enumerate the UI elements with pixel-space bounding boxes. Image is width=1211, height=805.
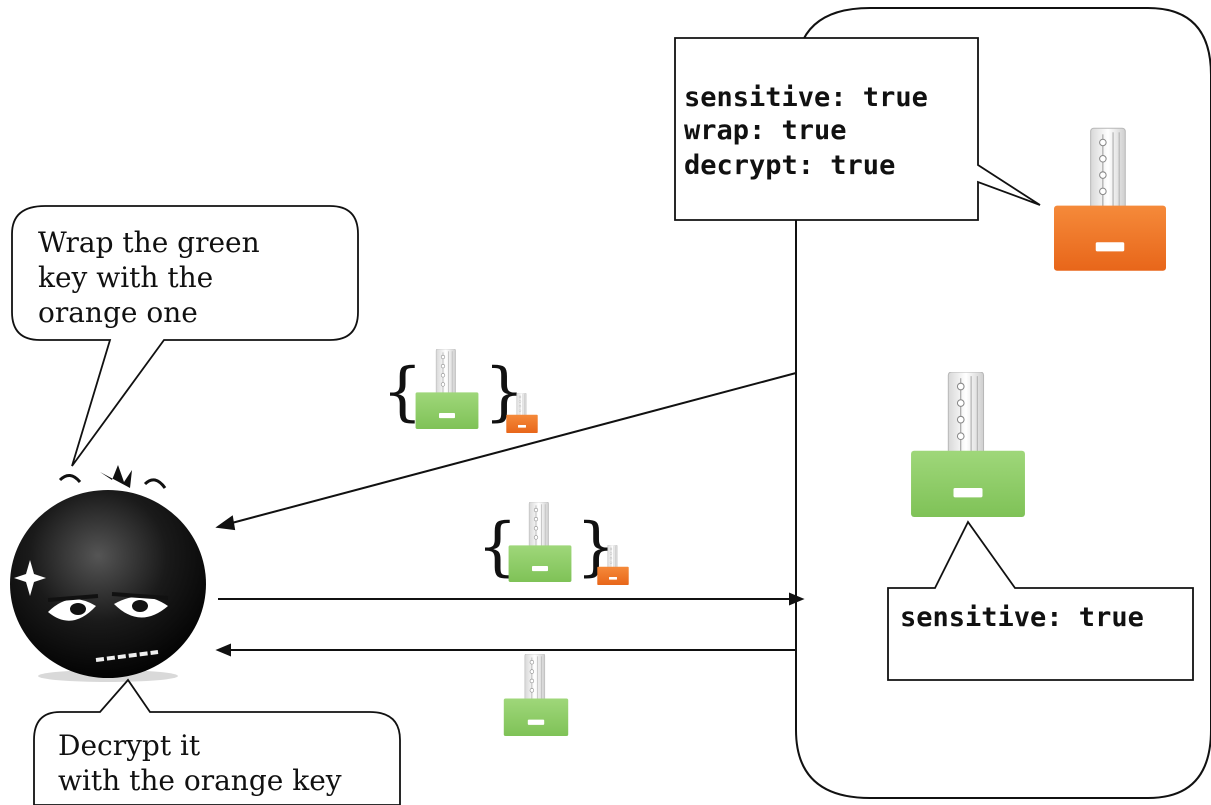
bomb-face-icon bbox=[10, 465, 206, 682]
wrap-request-bubble: Wrap the green key with the orange one bbox=[11, 205, 359, 467]
arrow-wrapped-key-to-attacker bbox=[227, 372, 797, 525]
wrapped-key-group-1: { } bbox=[382, 349, 538, 433]
wrap-request-line-2: key with the bbox=[38, 261, 213, 294]
orange-key-icon bbox=[1054, 127, 1166, 272]
orange-attr-sensitive: sensitive: true bbox=[684, 82, 928, 113]
green-attr-sensitive: sensitive: true bbox=[900, 602, 1144, 633]
orange-attr-wrap: wrap: true bbox=[684, 115, 847, 146]
orange-attr-decrypt: decrypt: true bbox=[684, 150, 895, 181]
arrows bbox=[215, 372, 805, 657]
token-container bbox=[795, 7, 1211, 799]
decrypt-request-bubble: Decrypt it with the orange key bbox=[33, 678, 401, 805]
orange-key-callout: sensitive: true wrap: true decrypt: true bbox=[674, 37, 1041, 221]
decrypt-request-line-2: with the orange key bbox=[58, 764, 342, 797]
wrapped-key-group-2: { } bbox=[477, 502, 629, 585]
green-key-callout: sensitive: true bbox=[887, 520, 1194, 681]
wrap-request-line-1: Wrap the green bbox=[38, 226, 260, 259]
green-key-icon bbox=[911, 372, 1025, 517]
key-icon bbox=[503, 654, 569, 736]
key-icon bbox=[415, 349, 479, 429]
wrap-request-line-3: orange one bbox=[38, 296, 198, 329]
key-icon bbox=[508, 502, 572, 582]
decrypt-request-line-1: Decrypt it bbox=[58, 729, 201, 762]
